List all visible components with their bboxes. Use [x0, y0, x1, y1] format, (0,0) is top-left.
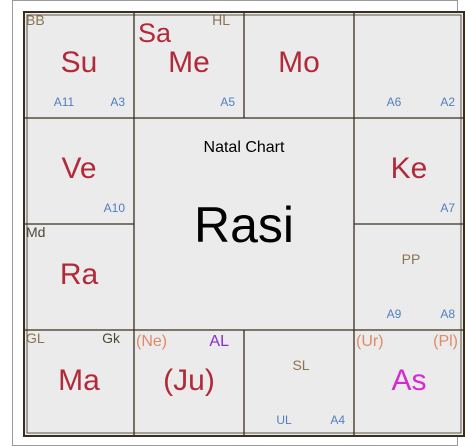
- house-11-label-ra: Ra: [60, 258, 99, 291]
- house-9-label-al: AL: [209, 333, 229, 350]
- house-11-label-md: Md: [26, 224, 45, 240]
- house-12-label-ve: Ve: [61, 152, 96, 185]
- house-7-label-as: As: [391, 364, 426, 397]
- house-4-label-a6: A6: [387, 95, 402, 109]
- house-8-label-ul: UL: [276, 413, 292, 427]
- house-9-label-ju: (Ju): [163, 364, 215, 397]
- house-1-label-bb: BB: [26, 12, 45, 28]
- house-2-label-me: Me: [168, 46, 210, 79]
- house-9-label-ne: (Ne): [136, 333, 167, 350]
- center-chart-name: Rasi: [194, 197, 294, 253]
- house-10-label-ma: Ma: [58, 364, 100, 397]
- house-6-label-a8: A8: [440, 307, 455, 321]
- house-6-label-pp: PP: [402, 251, 421, 267]
- house-1-label-a3: A3: [110, 95, 125, 109]
- house-2-label-hl: HL: [212, 12, 230, 28]
- house-2-label-sa: Sa: [138, 18, 172, 48]
- house-10-label-gl: GL: [26, 330, 45, 346]
- house-8-label-a4: A4: [330, 413, 345, 427]
- house-2-label-a5: A5: [220, 95, 235, 109]
- house-5-label-ke: Ke: [391, 152, 428, 185]
- house-7-label-ur: (Ur): [356, 333, 384, 350]
- house-1-label-su: Su: [61, 46, 98, 79]
- house-3-label-mo: Mo: [278, 46, 320, 79]
- house-6-label-a9: A9: [387, 307, 402, 321]
- house-12-label-a10: A10: [104, 201, 126, 215]
- house-5-label-a7: A7: [440, 201, 455, 215]
- house-7-label-pl: (Pl): [433, 333, 458, 350]
- center-title: Natal Chart: [204, 139, 285, 156]
- house-8-label-sl: SL: [292, 357, 309, 373]
- house-1-label-a11: A11: [54, 95, 75, 109]
- house-10-label-gk: Gk: [102, 330, 121, 346]
- house-4-label-a2: A2: [440, 95, 455, 109]
